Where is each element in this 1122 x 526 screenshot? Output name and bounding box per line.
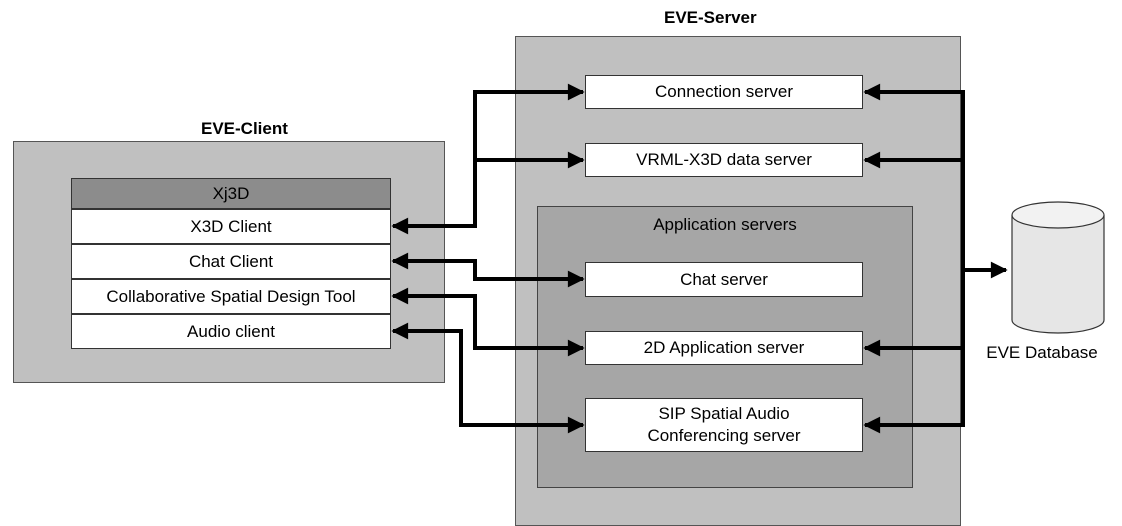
sip-server-label-line1: SIP Spatial Audio	[658, 404, 790, 423]
design-tool-to-2d-application-server-arrow	[391, 287, 585, 357]
chat-server-box: Chat server	[585, 262, 863, 297]
chat-client-row: Chat Client	[71, 244, 391, 279]
connection-server-box: Connection server	[585, 75, 863, 109]
database-label: EVE Database	[986, 343, 1098, 362]
x3d-client-row: X3D Client	[71, 209, 391, 244]
collaborative-spatial-design-tool-row: Collaborative Spatial Design Tool	[71, 279, 391, 314]
database-cylinder-icon	[1011, 201, 1105, 334]
sip-spatial-audio-conferencing-server-box: SIP Spatial Audio Conferencing server	[585, 398, 863, 452]
server-title: EVE-Server	[664, 8, 757, 27]
chat-client-to-chat-server-arrow	[391, 252, 585, 288]
sip-server-label-line2: Conferencing server	[647, 426, 801, 445]
audio-client-to-sip-server-arrow	[391, 322, 585, 434]
audio-client-row: Audio client	[71, 314, 391, 349]
vrml-x3d-data-server-box: VRML-X3D data server	[585, 143, 863, 177]
application-servers-title: Application servers	[653, 215, 797, 234]
xj3d-header: Xj3D	[71, 178, 391, 209]
2d-application-server-box: 2D Application server	[585, 331, 863, 365]
client-title: EVE-Client	[201, 119, 288, 138]
